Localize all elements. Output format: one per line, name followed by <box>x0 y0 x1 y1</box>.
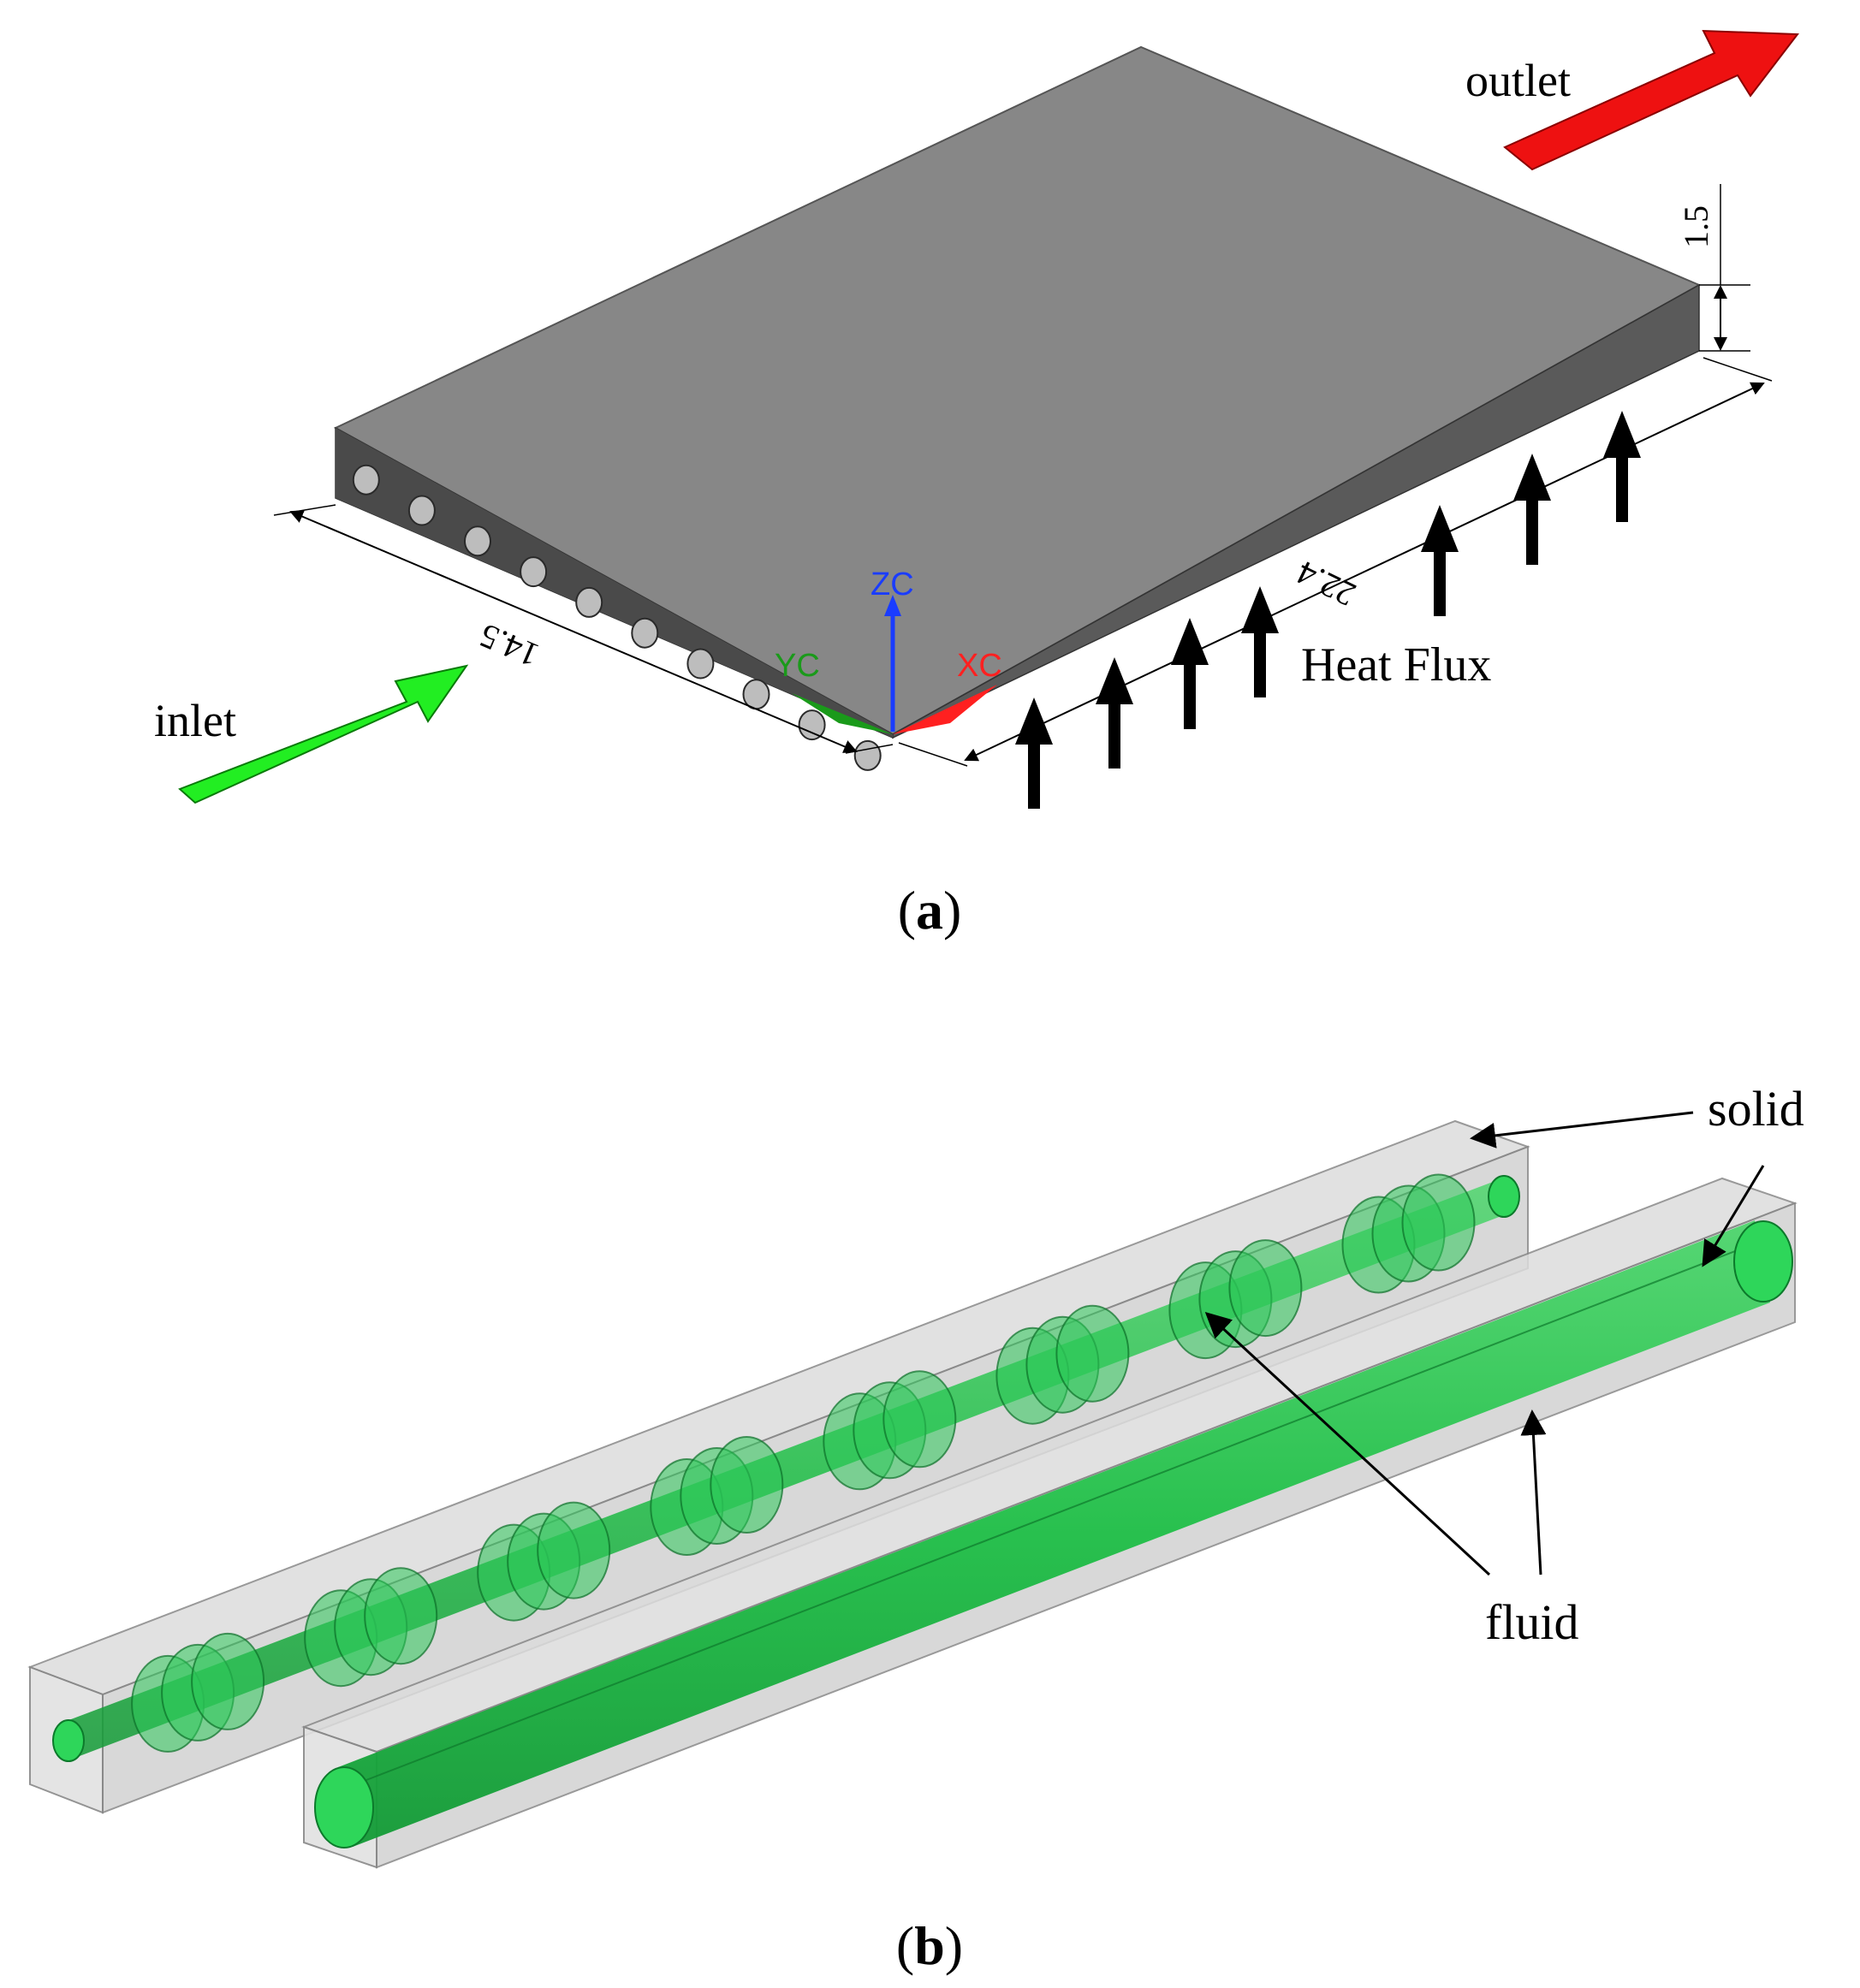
channel-hole <box>575 586 603 618</box>
rib <box>131 1632 265 1753</box>
channel-hole <box>798 709 826 741</box>
heat-flux-arrow <box>1603 411 1641 522</box>
inlet-label: inlet <box>154 695 236 746</box>
x-axis-label: XC <box>957 648 1002 684</box>
channel-hole <box>686 648 715 679</box>
dim-thickness-label: 1.5 <box>1677 205 1715 248</box>
rib <box>650 1436 784 1556</box>
channel-hole <box>853 739 882 771</box>
rib <box>304 1567 438 1688</box>
heat-flux-arrow <box>1015 697 1053 809</box>
heat-flux-arrow <box>1171 618 1209 729</box>
heat-flux-label: Heat Flux <box>1301 638 1491 691</box>
channel-hole <box>520 556 548 588</box>
heat-flux-arrows <box>1015 411 1641 809</box>
outlet-label: outlet <box>1465 55 1571 106</box>
dim-width-label: 14.5 <box>474 616 544 675</box>
channel-hole <box>407 495 436 526</box>
outlet-arrow: outlet <box>1465 29 1799 171</box>
z-axis-label: ZC <box>871 567 914 602</box>
rib <box>1341 1173 1476 1294</box>
x-axis-triangle <box>893 685 997 734</box>
fluid-label: fluid <box>1485 1594 1579 1650</box>
y-axis-triangle <box>792 693 893 734</box>
panel-a-caption-letter: a <box>916 880 943 941</box>
panel-b-caption-letter: b <box>914 1915 945 1976</box>
coordinate-axes: ZC YC XC <box>775 567 1002 734</box>
y-axis-label: YC <box>775 648 820 684</box>
plate-top-face <box>333 45 1702 736</box>
panel-b: solid fluid (b) <box>27 1081 1804 1976</box>
z-axis-arrowhead <box>884 595 901 616</box>
fluid-tube-upper <box>52 1173 1520 1762</box>
rib <box>477 1501 611 1622</box>
dim-length-label: 22.4 <box>1291 554 1362 614</box>
rib <box>823 1370 957 1491</box>
rib-group <box>131 1173 1476 1753</box>
inlet-arrow: inlet <box>154 664 469 804</box>
channel-hole <box>631 617 659 649</box>
heat-flux-arrow <box>1096 657 1133 768</box>
panel-a: 14.5 22.4 1.5 ZC YC XC <box>154 29 1799 941</box>
rib <box>995 1304 1130 1425</box>
channel-hole <box>352 464 380 496</box>
panel-b-caption: (b) <box>896 1915 963 1976</box>
dim-thickness: 1.5 <box>1677 184 1750 352</box>
fluid-tube-lower <box>314 1220 1793 1849</box>
heat-flux-arrow <box>1513 454 1551 565</box>
panel-a-caption: (a) <box>898 880 962 941</box>
channel-hole <box>464 525 491 557</box>
heat-flux-arrow <box>1421 505 1459 616</box>
solid-label: solid <box>1708 1081 1804 1136</box>
heat-flux-arrow <box>1241 586 1279 697</box>
leader-lines <box>1204 1111 1765 1576</box>
